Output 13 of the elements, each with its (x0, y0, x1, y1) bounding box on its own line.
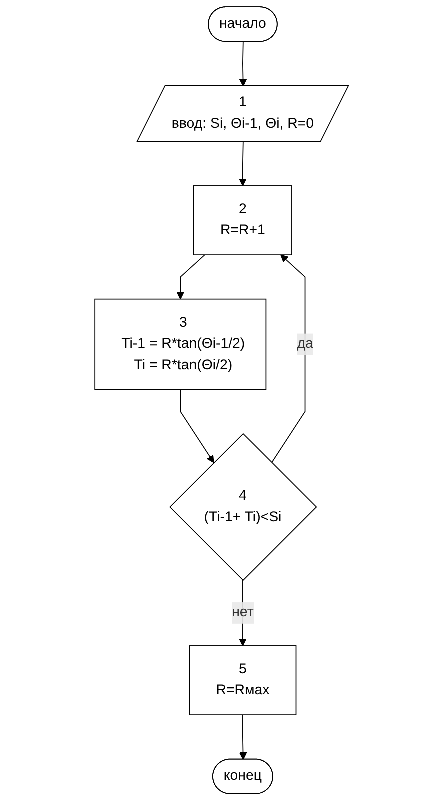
node-box: 5 R=Rмах (188, 646, 296, 716)
arrow (180, 389, 214, 464)
node-box: 3 Ti-1 = R*tan(Θi-1/2) Ti = R*tan(Θi/2) (94, 298, 266, 390)
arrow (271, 254, 306, 464)
edge-label: нет (232, 605, 254, 620)
arrow (238, 142, 247, 186)
edge-label: да (296, 336, 314, 352)
arrow (239, 714, 247, 760)
node-box: 2 R=R+1 (193, 186, 292, 256)
arrow (176, 254, 206, 300)
arrow (238, 580, 247, 646)
arrow (239, 42, 247, 87)
node-diamond: 4 (Ti-1+ Ti)<Si (169, 433, 317, 582)
